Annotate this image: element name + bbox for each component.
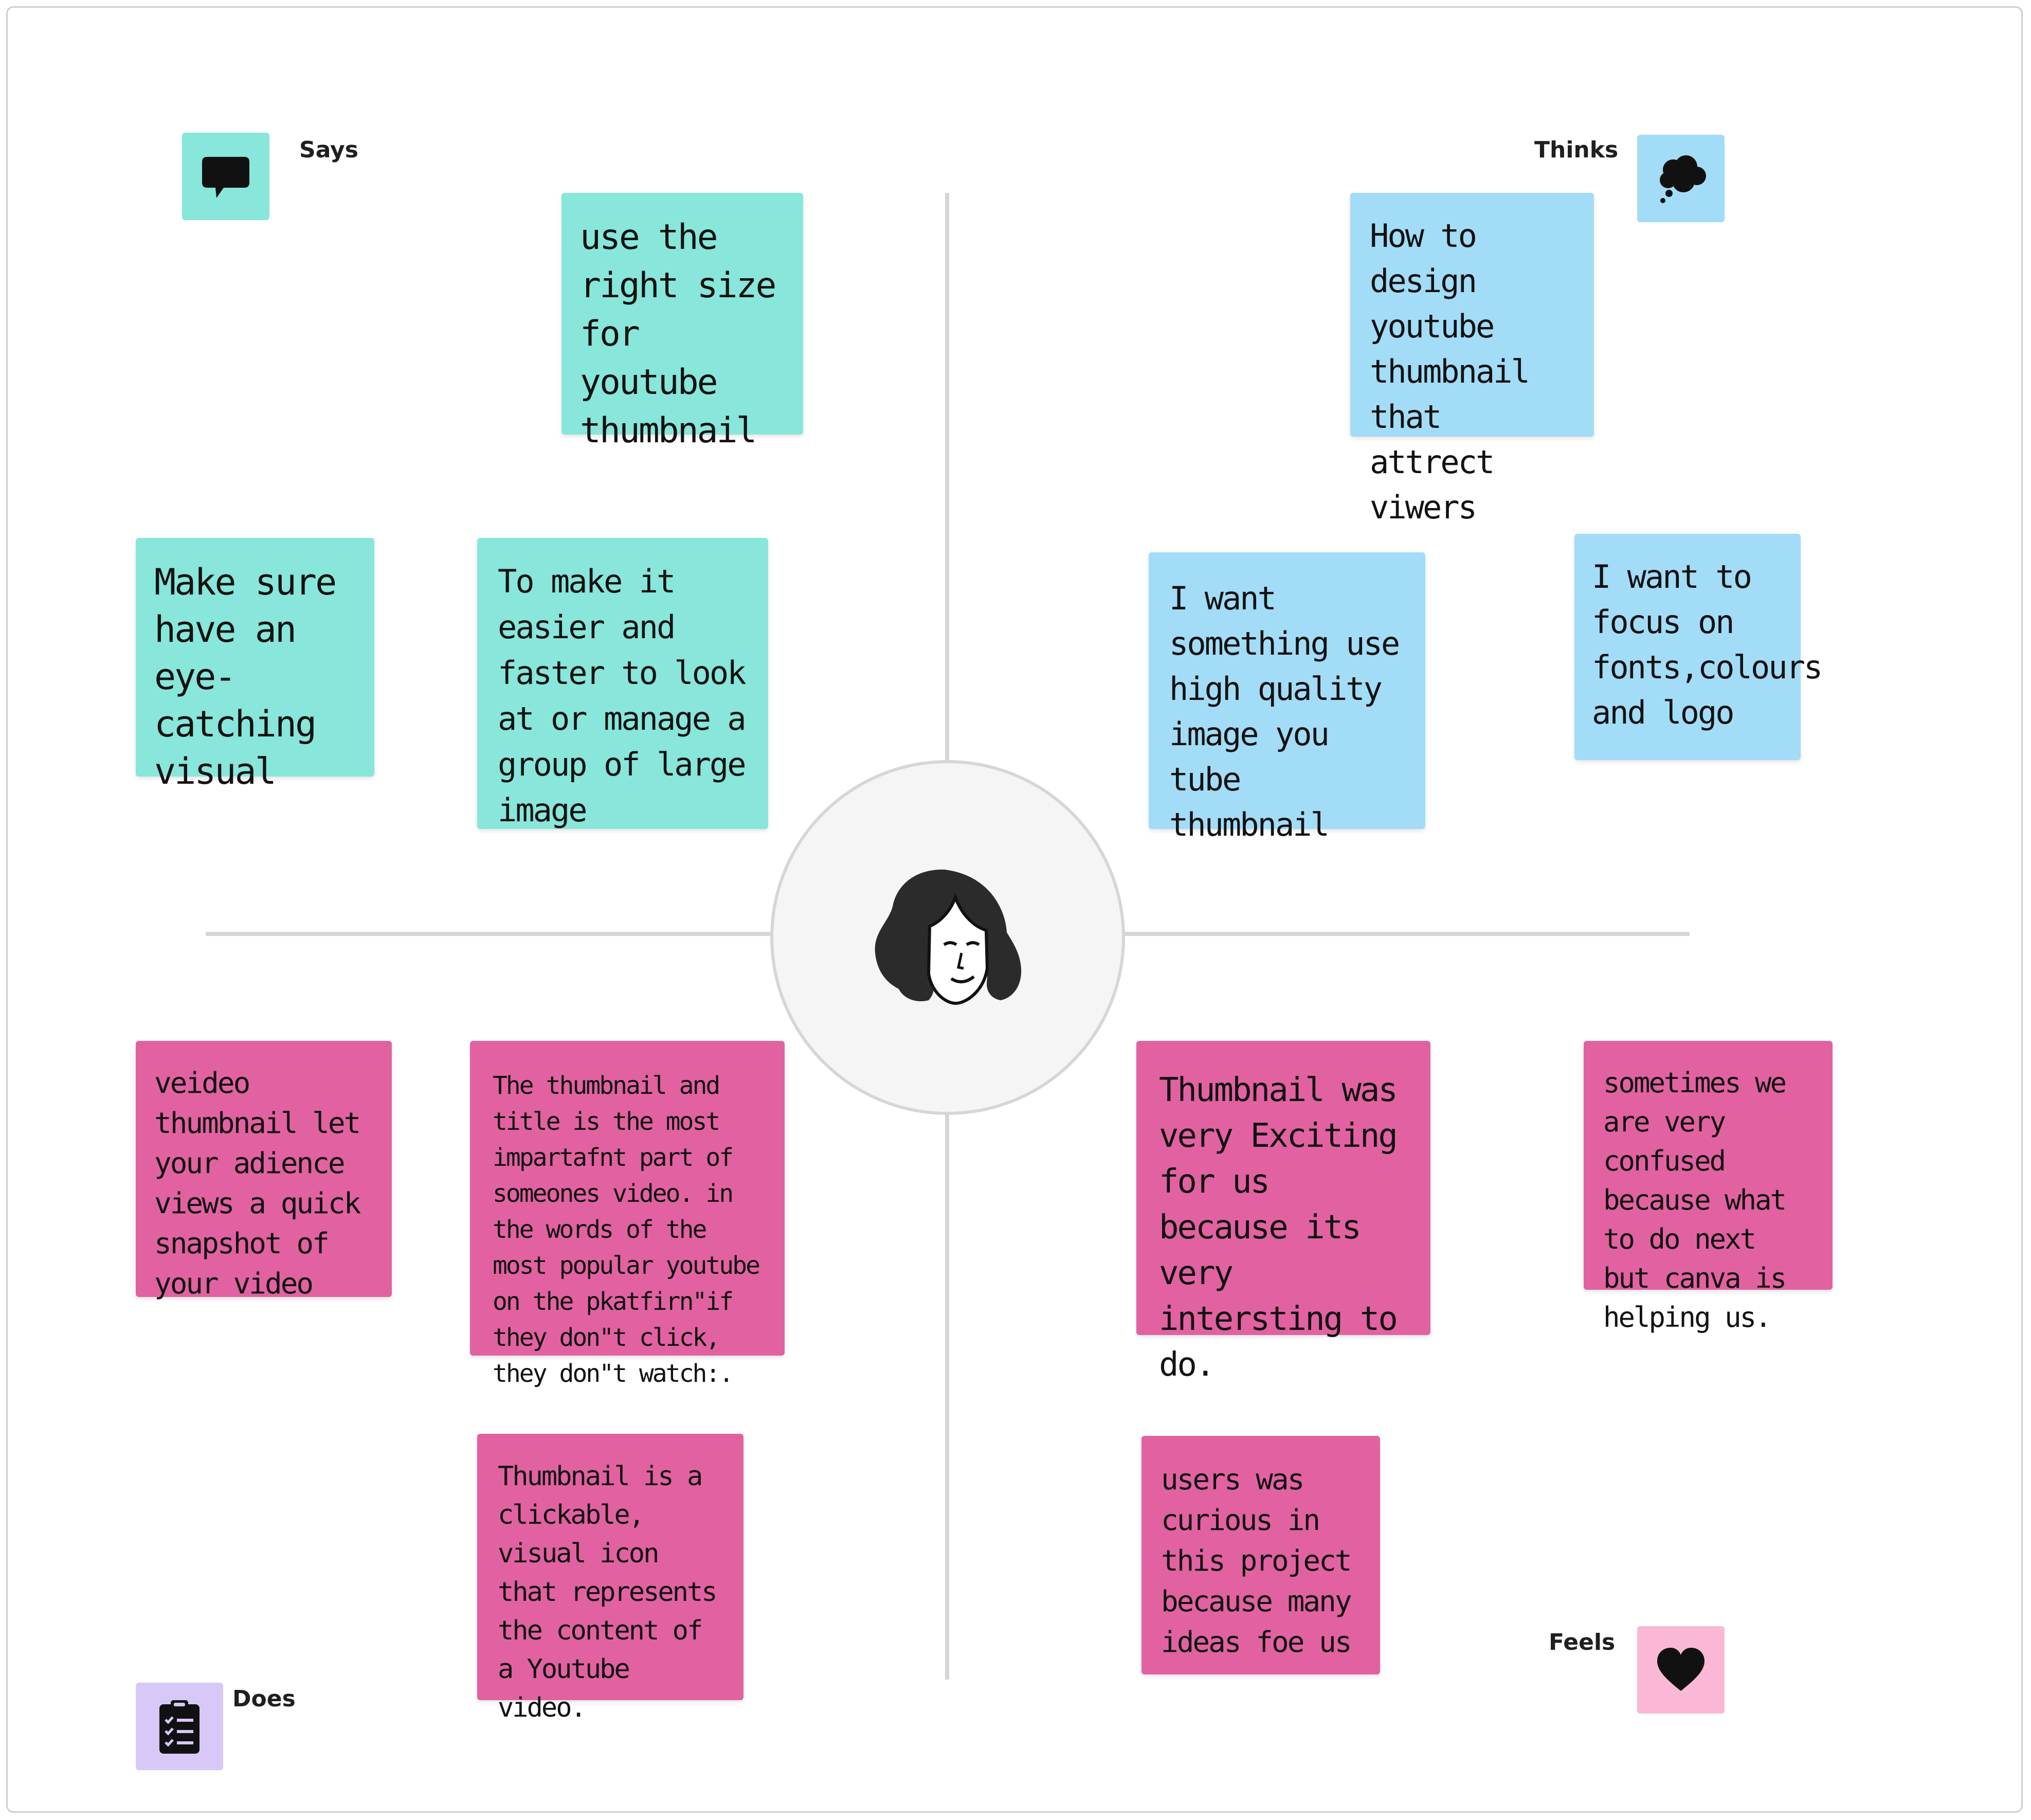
sticky-note-feels-3[interactable]: users was curious in this project becaus… <box>1141 1436 1380 1674</box>
does-icon-tile <box>136 1683 223 1770</box>
vertical-axis-top <box>945 193 949 761</box>
sticky-note-text: Make sure have an eye-catching visual <box>154 561 337 792</box>
feels-label: Feels <box>1549 1629 1616 1655</box>
thought-cloud-icon <box>1660 155 1706 203</box>
sticky-note-does-2[interactable]: The thumbnail and title is the most impa… <box>470 1041 785 1388</box>
sticky-note-feels-1[interactable]: Thumbnail was very Exciting for us becau… <box>1136 1041 1430 1384</box>
persona-circle <box>770 760 1125 1115</box>
clipboard-checklist-icon <box>159 1700 200 1754</box>
sticky-note-says-2[interactable]: Make sure have an eye-catching visual <box>136 538 374 792</box>
sticky-note-text: I want to focus on fonts,colours and log… <box>1592 558 1823 731</box>
sticky-note-text: To make it easier and faster to look at … <box>498 563 747 829</box>
sticky-note-does-3[interactable]: Thumbnail is a clickable, visual icon th… <box>477 1434 744 1723</box>
says-label: Says <box>299 137 358 163</box>
sticky-note-thinks-1[interactable]: How to design youtube thumbnail that att… <box>1350 193 1594 526</box>
feels-icon-tile <box>1637 1626 1725 1714</box>
sticky-note-says-3[interactable]: To make it easier and faster to look at … <box>477 538 768 829</box>
sticky-note-text: users was curious in this project becaus… <box>1161 1463 1352 1659</box>
sticky-note-text: Thumbnail is a clickable, visual icon th… <box>498 1461 718 1723</box>
woman-face-icon <box>875 869 1022 1005</box>
sticky-note-text: sometimes we are very confused because w… <box>1603 1067 1787 1334</box>
sticky-note-text: Thumbnail was very Exciting for us becau… <box>1159 1071 1398 1384</box>
sticky-note-thinks-2[interactable]: I want something use high quality image … <box>1149 552 1425 843</box>
thinks-icon-tile <box>1637 135 1725 222</box>
sticky-note-thinks-3[interactable]: I want to focus on fonts,colours and log… <box>1574 534 1823 760</box>
sticky-note-text: veideo thumbnail let your adience views … <box>154 1067 361 1301</box>
sticky-note-text: The thumbnail and title is the most impa… <box>493 1071 760 1388</box>
vertical-axis-bottom <box>945 1114 949 1680</box>
heart-icon <box>1657 1648 1704 1691</box>
horizontal-axis-right <box>1124 932 1690 936</box>
sticky-note-text: I want something use high quality image … <box>1169 580 1400 843</box>
does-label: Does <box>232 1686 296 1712</box>
speech-bubble-icon <box>202 157 249 198</box>
sticky-note-text: use the right size for youtube thumbnail <box>580 217 776 451</box>
horizontal-axis-left <box>206 932 771 936</box>
sticky-note-does-1[interactable]: veideo thumbnail let your adience views … <box>136 1041 392 1301</box>
sticky-note-text: How to design youtube thumbnail that att… <box>1370 217 1530 526</box>
sticky-note-says-1[interactable]: use the right size for youtube thumbnail <box>561 193 803 451</box>
sticky-note-feels-2[interactable]: sometimes we are very confused because w… <box>1584 1041 1833 1334</box>
says-icon-tile <box>182 133 269 220</box>
thinks-label: Thinks <box>1534 137 1619 163</box>
